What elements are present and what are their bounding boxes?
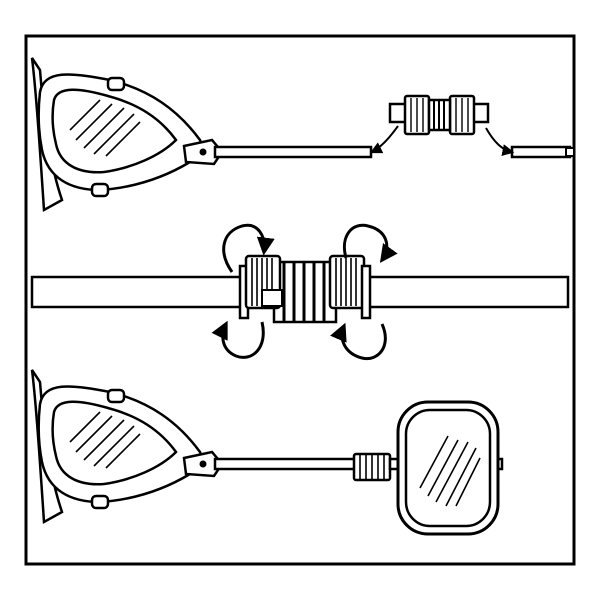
coupler-core (272, 260, 338, 324)
arrow-to-arm (369, 125, 399, 154)
extension-mirror (396, 400, 500, 536)
step-2-tighten-connector (30, 223, 570, 361)
left-nut (238, 254, 283, 320)
rotate-arrow-bottom-left (211, 320, 265, 359)
assembled-connector (352, 452, 392, 482)
rotate-arrow-top-left (222, 223, 275, 273)
right-nut (328, 254, 372, 320)
rotate-arrow-bottom-right (330, 322, 387, 361)
arrow-to-rod (485, 127, 515, 156)
step-1-separate-parts (30, 56, 575, 212)
mirror-arm-rod (213, 457, 359, 471)
extension-rod-piece (510, 145, 572, 159)
step-3-attach-extension-mirror (30, 368, 504, 536)
mirror-arm-rod (213, 145, 373, 159)
rotate-arrow-top-right (343, 223, 398, 263)
connector-assembly (388, 94, 490, 136)
